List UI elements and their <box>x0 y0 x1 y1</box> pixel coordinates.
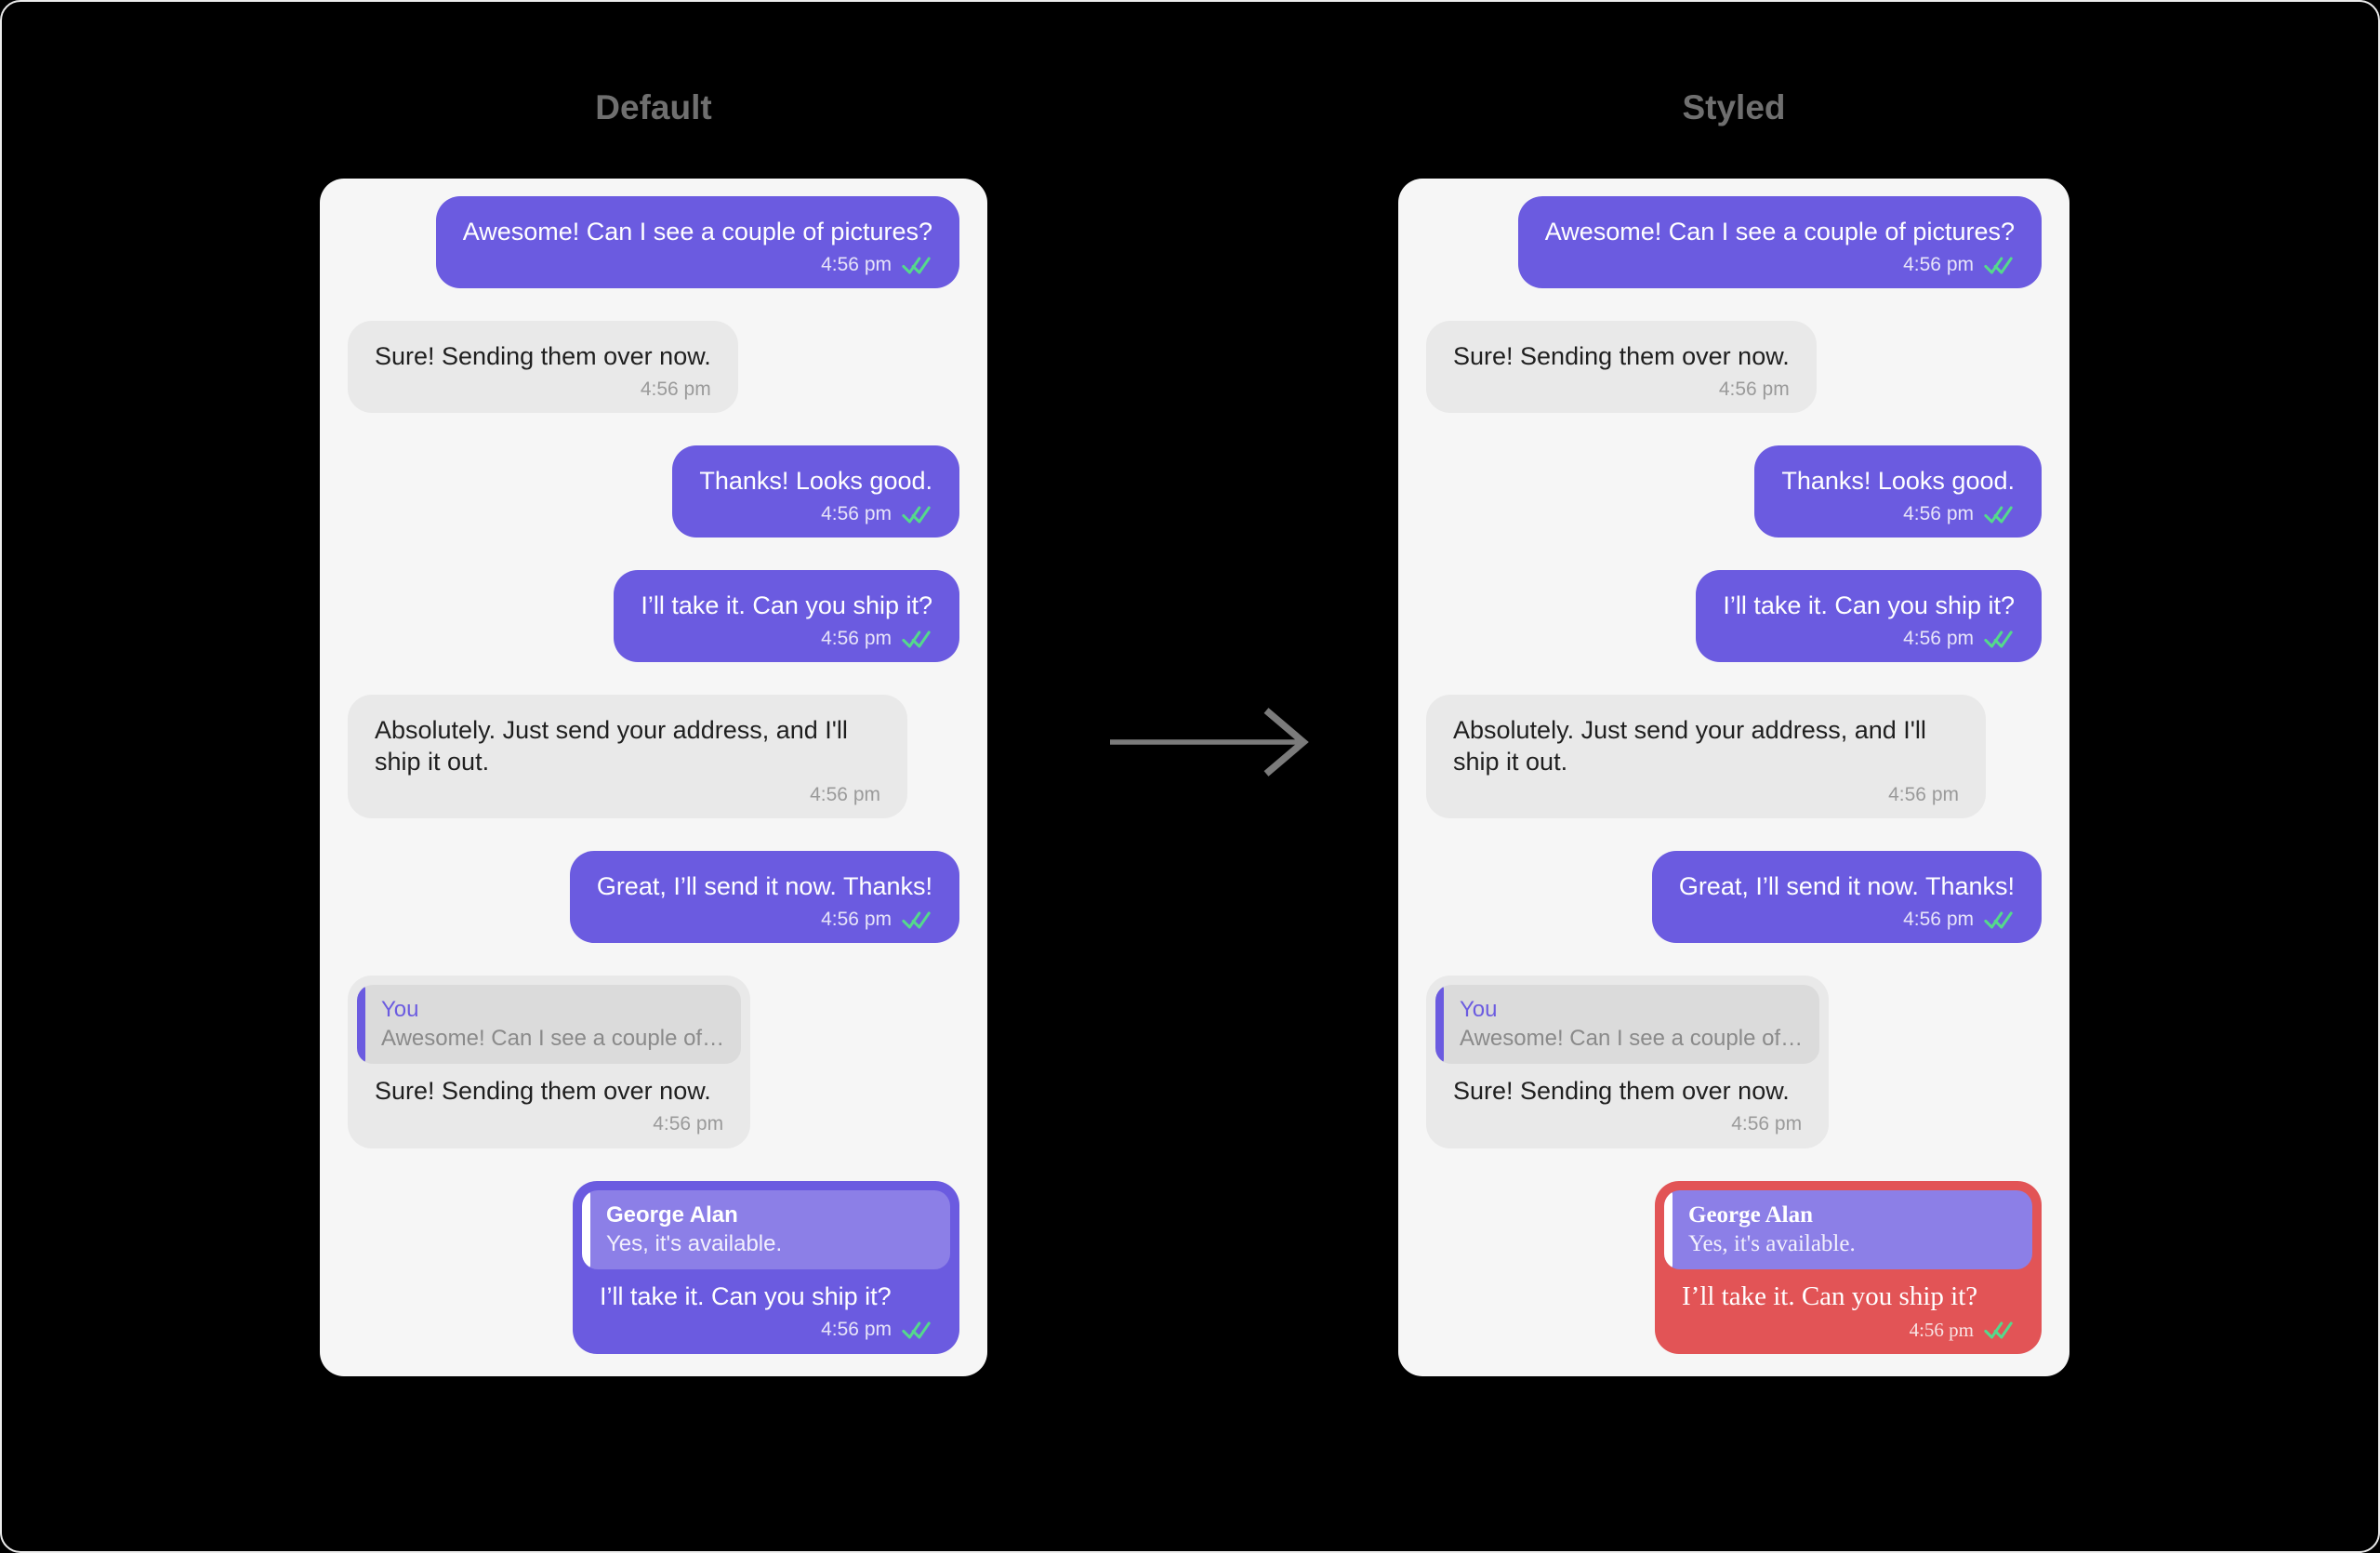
message-text: Awesome! Can I see a couple of pictures? <box>462 218 932 246</box>
double-check-icon <box>1983 909 2015 932</box>
message-meta: 4:56 pm <box>463 252 932 278</box>
message-bubble-received[interactable]: Absolutely. Just send your address, and … <box>1426 695 1986 818</box>
message-text: Absolutely. Just send your address, and … <box>1453 716 1926 776</box>
message-text: Thanks! Looks good. <box>1781 467 2015 495</box>
message-time: 4:56 pm <box>640 378 711 400</box>
message-bubble-sent[interactable]: Awesome! Can I see a couple of pictures?… <box>1517 196 2042 288</box>
message-time: 4:56 pm <box>653 1113 724 1135</box>
message-time: 4:56 pm <box>1903 254 1974 275</box>
message-time: 4:56 pm <box>821 254 892 275</box>
reply-body: I’ll take it. Can you ship it? 4:56 pm <box>1664 1269 2032 1343</box>
reply-body: Sure! Sending them over now. 4:56 pm <box>1435 1064 1819 1137</box>
double-check-icon <box>901 909 932 932</box>
double-check-icon <box>901 628 932 651</box>
message-meta: 4:56 pm <box>1682 1317 2015 1343</box>
message-meta: 4:56 pm <box>699 501 932 527</box>
message-text: I’ll take it. Can you ship it? <box>1682 1281 1978 1311</box>
double-check-icon <box>1983 628 2015 651</box>
message-meta: 4:56 pm <box>1723 626 2015 652</box>
quoted-message[interactable]: George Alan Yes, it's available. <box>1664 1190 2032 1269</box>
quoted-text: Yes, it's available. <box>606 1231 783 1256</box>
message-text: Absolutely. Just send your address, and … <box>375 716 848 776</box>
message-bubble-sent[interactable]: Awesome! Can I see a couple of pictures?… <box>435 196 959 288</box>
message-bubble-sent[interactable]: Great, I’ll send it now. Thanks! 4:56 pm <box>1651 851 2042 943</box>
double-check-icon <box>901 503 932 526</box>
reply-body: Sure! Sending them over now. 4:56 pm <box>357 1064 741 1137</box>
quoted-author: George Alan <box>606 1202 738 1228</box>
message-time: 4:56 pm <box>821 909 892 930</box>
message-text: I’ll take it. Can you ship it? <box>641 591 932 619</box>
message-meta: 4:56 pm <box>600 1317 932 1343</box>
message-bubble-received[interactable]: Sure! Sending them over now. 4:56 pm <box>348 321 738 413</box>
message-time: 4:56 pm <box>821 628 892 649</box>
message-meta: 4:56 pm <box>1679 907 2015 933</box>
message-bubble-sent[interactable]: I’ll take it. Can you ship it? 4:56 pm <box>1696 570 2042 662</box>
quoted-message[interactable]: You Awesome! Can I see a couple of… <box>357 985 742 1064</box>
message-meta: 4:56 pm <box>1453 377 1790 403</box>
message-time: 4:56 pm <box>810 784 880 805</box>
message-meta: 4:56 pm <box>597 907 932 933</box>
message-bubble-sent[interactable]: Great, I’ll send it now. Thanks! 4:56 pm <box>569 851 959 943</box>
message-text: Sure! Sending them over now. <box>375 342 711 370</box>
message-bubble-sent[interactable]: I’ll take it. Can you ship it? 4:56 pm <box>614 570 959 662</box>
message-text: I’ll take it. Can you ship it? <box>1723 591 2015 619</box>
message-meta: 4:56 pm <box>1453 782 1959 808</box>
reply-message-bubble-received[interactable]: You Awesome! Can I see a couple of… Sure… <box>1426 976 1830 1148</box>
message-time: 4:56 pm <box>1903 503 1974 524</box>
double-check-icon <box>901 254 932 277</box>
chat-panel-styled: Awesome! Can I see a couple of pictures?… <box>1398 179 2069 1376</box>
double-check-icon <box>1983 503 2015 526</box>
reply-body: I’ll take it. Can you ship it? 4:56 pm <box>582 1269 950 1343</box>
message-time: 4:56 pm <box>821 1319 892 1340</box>
message-meta: 4:56 pm <box>375 1111 723 1137</box>
quoted-message[interactable]: George Alan Yes, it's available. <box>582 1190 950 1269</box>
message-meta: 4:56 pm <box>375 377 711 403</box>
quoted-text: Yes, it's available. <box>1688 1231 1856 1256</box>
reply-message-bubble-sent[interactable]: George Alan Yes, it's available. I’ll ta… <box>573 1181 959 1354</box>
quoted-text: Awesome! Can I see a couple of… <box>1460 1026 1804 1051</box>
message-time: 4:56 pm <box>1909 1319 1974 1341</box>
message-text: Great, I’ll send it now. Thanks! <box>1678 872 2015 900</box>
message-text: Sure! Sending them over now. <box>1453 1077 1790 1105</box>
message-text: Awesome! Can I see a couple of pictures? <box>1544 218 2015 246</box>
message-bubble-received[interactable]: Absolutely. Just send your address, and … <box>348 695 907 818</box>
message-time: 4:56 pm <box>1888 784 1959 805</box>
quote-accent-bar <box>1664 1190 1673 1269</box>
message-meta: 4:56 pm <box>641 626 932 652</box>
arrow-right-icon <box>1106 700 1322 789</box>
column-title-default: Default <box>595 88 712 126</box>
message-bubble-sent[interactable]: Thanks! Looks good. 4:56 pm <box>1754 445 2042 538</box>
message-time: 4:56 pm <box>1903 909 1974 930</box>
double-check-icon <box>1983 254 2015 277</box>
quote-accent-bar <box>357 985 365 1064</box>
message-meta: 4:56 pm <box>1453 1111 1802 1137</box>
quoted-text: Awesome! Can I see a couple of… <box>381 1026 725 1051</box>
quote-accent-bar <box>1435 985 1444 1064</box>
message-time: 4:56 pm <box>1903 628 1974 649</box>
reply-message-bubble-styled[interactable]: George Alan Yes, it's available. I’ll ta… <box>1655 1181 2042 1354</box>
message-time: 4:56 pm <box>821 503 892 524</box>
column-title-styled: Styled <box>1682 88 1786 126</box>
message-text: Sure! Sending them over now. <box>375 1077 711 1105</box>
message-text: Thanks! Looks good. <box>699 467 932 495</box>
message-text: I’ll take it. Can you ship it? <box>600 1282 892 1310</box>
message-time: 4:56 pm <box>1718 378 1790 400</box>
message-bubble-received[interactable]: Sure! Sending them over now. 4:56 pm <box>1426 321 1817 413</box>
double-check-icon <box>1983 1319 2015 1342</box>
message-time: 4:56 pm <box>1731 1113 1803 1135</box>
quoted-author: You <box>381 997 419 1022</box>
message-bubble-sent[interactable]: Thanks! Looks good. 4:56 pm <box>672 445 959 538</box>
reply-message-bubble-received[interactable]: You Awesome! Can I see a couple of… Sure… <box>348 976 751 1148</box>
message-text: Great, I’ll send it now. Thanks! <box>596 872 932 900</box>
quote-accent-bar <box>582 1190 590 1269</box>
quoted-author: You <box>1460 997 1498 1022</box>
quoted-author: George Alan <box>1688 1202 1814 1228</box>
message-meta: 4:56 pm <box>1781 501 2015 527</box>
message-text: Sure! Sending them over now. <box>1453 342 1790 370</box>
message-meta: 4:56 pm <box>375 782 880 808</box>
chat-panel-default: Awesome! Can I see a couple of pictures?… <box>320 179 987 1376</box>
double-check-icon <box>901 1319 932 1342</box>
message-meta: 4:56 pm <box>1545 252 2015 278</box>
quoted-message[interactable]: You Awesome! Can I see a couple of… <box>1435 985 1820 1064</box>
